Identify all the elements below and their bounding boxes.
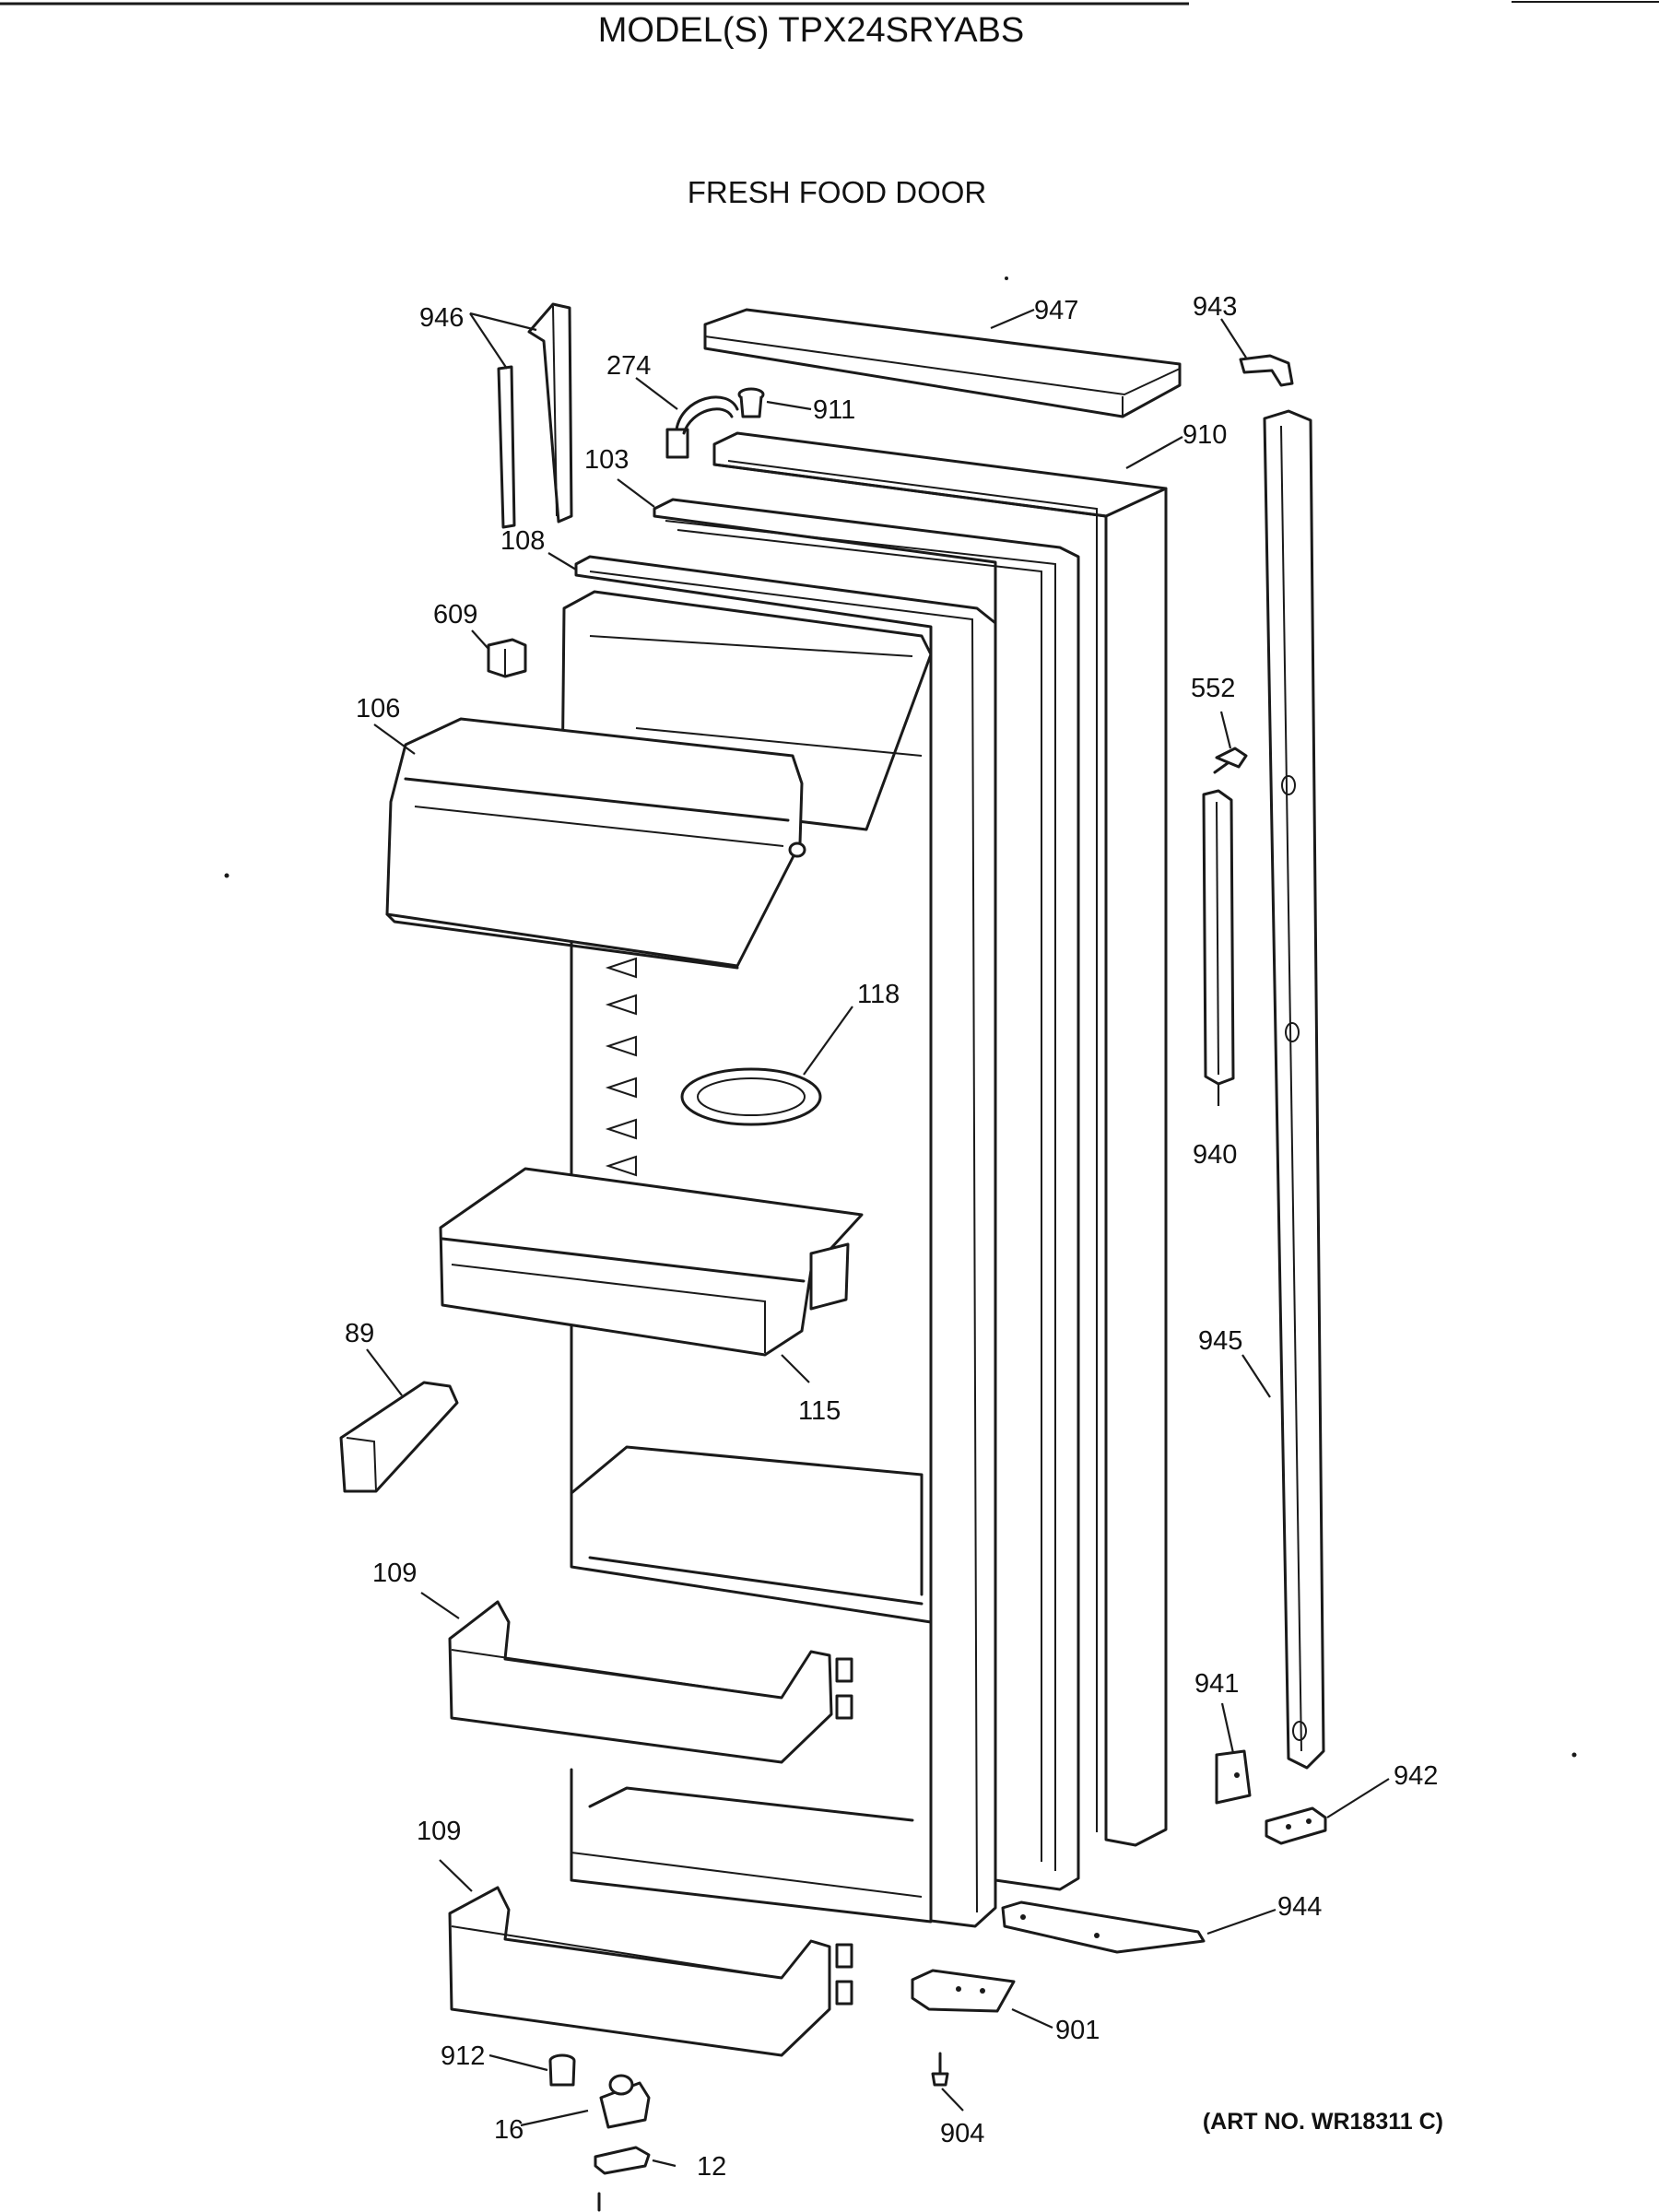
label-552: 552 <box>1191 674 1235 703</box>
part-943-clip <box>1239 354 1294 387</box>
model-title: MODEL(S) TPX24SRYABS <box>598 11 1025 50</box>
part-609-switch <box>487 638 527 678</box>
part-941-bracket <box>1215 1749 1252 1805</box>
part-106-dairy-door <box>385 717 806 970</box>
label-945: 945 <box>1198 1326 1242 1356</box>
leader-lines <box>366 308 1390 2168</box>
part-115-bin <box>439 1167 864 1357</box>
label-12: 12 <box>697 2152 726 2182</box>
part-16-hinge <box>599 2074 651 2129</box>
label-89: 89 <box>345 1319 374 1348</box>
part-912-bushing <box>548 2053 576 2087</box>
part-109-upper-bin <box>448 1600 853 1764</box>
art-number: (ART NO. WR18311 C) <box>1203 2109 1443 2135</box>
section-title: FRESH FOOD DOOR <box>688 175 987 209</box>
label-106: 106 <box>356 694 400 724</box>
part-labels: 946 947 943 274 911 910 103 108 609 552 … <box>345 292 1438 2182</box>
label-911: 911 <box>813 395 855 425</box>
part-945-channel <box>1263 409 1325 1770</box>
label-274: 274 <box>606 351 651 381</box>
stray-dot-left <box>224 873 229 878</box>
label-109-lower: 109 <box>417 1817 461 1846</box>
label-904: 904 <box>940 2119 984 2148</box>
part-118-oval-tray <box>680 1067 822 1126</box>
label-943: 943 <box>1193 292 1237 322</box>
label-108: 108 <box>500 526 545 556</box>
part-942-clip <box>1265 1806 1327 1845</box>
part-947-top-cap <box>703 308 1182 418</box>
part-274-harness <box>665 395 739 459</box>
part-911-plug <box>737 387 765 418</box>
part-910-door-panel <box>712 431 1168 1847</box>
label-912: 912 <box>441 2041 485 2071</box>
label-941: 941 <box>1194 1669 1239 1699</box>
part-901-hinge-cover <box>911 1969 1016 2013</box>
part-103-gasket <box>653 498 1080 1891</box>
label-940: 940 <box>1193 1140 1237 1170</box>
label-944: 944 <box>1277 1892 1322 1922</box>
label-609: 609 <box>433 600 477 629</box>
part-12-plate <box>594 2146 651 2212</box>
label-947: 947 <box>1034 296 1078 325</box>
label-118: 118 <box>857 980 900 1009</box>
part-904-screw <box>931 2052 949 2087</box>
label-109-upper: 109 <box>372 1559 417 1588</box>
label-946: 946 <box>419 303 464 333</box>
part-946-strips <box>497 302 573 529</box>
label-16: 16 <box>494 2115 524 2145</box>
part-944-bottom-strip <box>1001 1900 1206 1954</box>
label-910: 910 <box>1182 420 1227 450</box>
part-109-lower-bin <box>448 1886 853 2057</box>
label-942: 942 <box>1394 1761 1438 1791</box>
label-115: 115 <box>798 1396 841 1426</box>
label-103: 103 <box>584 445 629 475</box>
label-901: 901 <box>1055 2016 1100 2045</box>
part-552-screw <box>1213 747 1248 774</box>
stray-dot-top <box>1005 276 1008 280</box>
part-940-bracket <box>1202 789 1235 1086</box>
part-89-cover <box>339 1381 459 1493</box>
stray-dot-right <box>1571 1752 1577 1758</box>
